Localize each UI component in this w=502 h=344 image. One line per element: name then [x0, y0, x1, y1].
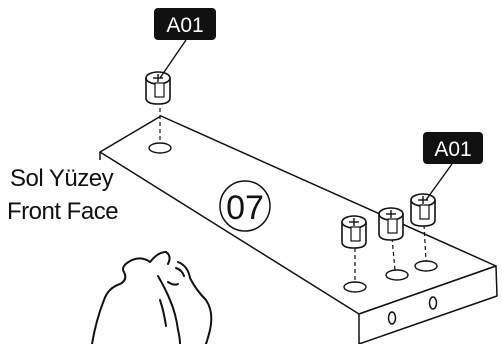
- face-label-turkish: Sol Yüzey: [10, 165, 114, 192]
- cam-lock-fitting-icon: [410, 193, 436, 227]
- cam-lock-fitting-icon: [378, 207, 404, 241]
- callout-tag-a01-top: A01: [154, 8, 216, 40]
- hand-icon: [91, 251, 213, 344]
- panel-07: [99, 115, 498, 344]
- callout-label: A01: [434, 138, 471, 161]
- callout-label: A01: [166, 14, 203, 37]
- cam-lock-fitting-icon: [145, 71, 171, 105]
- callout-leaders: [159, 39, 453, 201]
- part-number: 07: [226, 189, 264, 227]
- face-label-english: Front Face: [7, 198, 118, 225]
- hole: [148, 142, 172, 154]
- edge-hole: [428, 296, 438, 310]
- cam-lock-fitting-icon: [341, 215, 367, 249]
- hole: [385, 269, 409, 281]
- part-number-badge: 07: [219, 180, 271, 232]
- callout-tag-a01-right: A01: [423, 132, 483, 164]
- hole: [414, 260, 438, 272]
- top-holes: [148, 142, 438, 293]
- hole: [343, 281, 367, 293]
- edge-hole: [387, 311, 397, 325]
- guide-lines: [159, 108, 427, 282]
